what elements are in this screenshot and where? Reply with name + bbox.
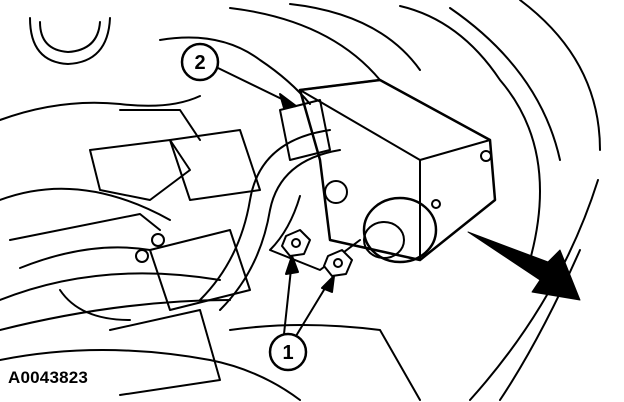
contour-line <box>229 7 381 81</box>
linkage-line <box>0 272 221 301</box>
linkage-line <box>19 246 151 269</box>
contour-line <box>449 7 561 161</box>
callout-1-circle <box>268 332 308 372</box>
linkage-line <box>0 299 231 331</box>
linkage-line <box>9 213 161 241</box>
linkage-line <box>0 187 171 221</box>
contour-line <box>0 349 301 401</box>
cup-outline <box>29 17 111 65</box>
bracket-outline <box>109 309 221 396</box>
linkage-line <box>89 139 191 201</box>
linkage-line <box>119 109 201 141</box>
mounting-nut <box>323 249 353 277</box>
linkage-connector <box>151 233 165 247</box>
callout-1-label: 1 <box>282 342 293 364</box>
actuator-fastener <box>480 150 492 162</box>
callout-1-arrowhead <box>285 255 299 275</box>
contour-line <box>519 0 601 151</box>
linkage-line <box>59 289 131 321</box>
bracket-outline <box>169 129 261 201</box>
direction-arrow <box>467 231 581 301</box>
contour-line <box>499 249 581 401</box>
motor-housing <box>362 196 438 264</box>
callout-2-leader <box>217 67 293 105</box>
contour-line <box>159 36 311 105</box>
mounting-nut <box>281 229 311 257</box>
figure-id-label: A0043823 <box>8 368 89 387</box>
contour-line <box>399 5 541 261</box>
actuator-top-face <box>299 79 491 161</box>
cable-line <box>219 149 341 311</box>
callout-2-arrowhead <box>279 93 297 109</box>
callout-2-circle <box>180 42 220 82</box>
motor-cap <box>363 221 405 259</box>
actuator-fastener <box>431 199 441 209</box>
cup-rim <box>39 21 101 53</box>
contour-line <box>289 3 421 71</box>
mounting-bracket <box>269 195 361 271</box>
cable-line <box>199 129 331 301</box>
callout-2-label: 2 <box>194 52 205 74</box>
callout-1-arrowhead <box>321 275 335 293</box>
contour-line <box>229 324 421 401</box>
linkage-connector <box>135 249 149 263</box>
pivot-boss <box>324 180 348 204</box>
bracket-outline <box>149 229 251 311</box>
contour-line <box>0 95 201 121</box>
